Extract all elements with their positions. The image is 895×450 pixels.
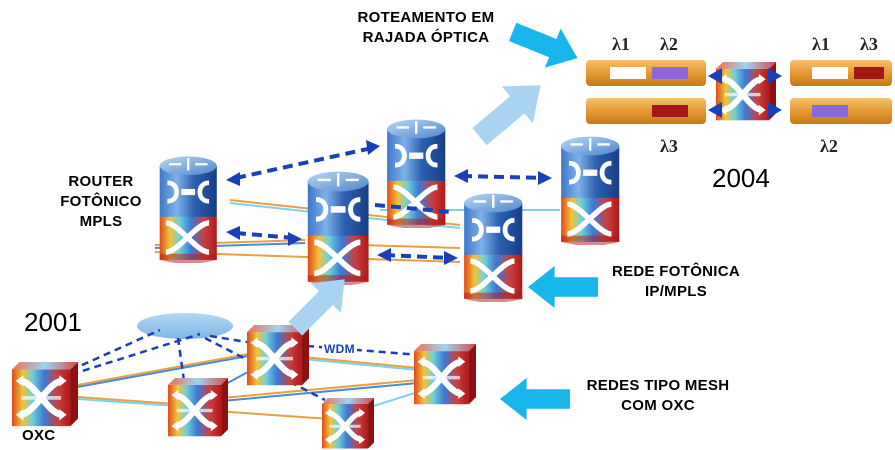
redes-mesh-label: REDES TIPO MESH COM OXC [586, 377, 730, 414]
year-2004-label: 2004 [712, 163, 770, 193]
burst-switch-arrows [708, 68, 782, 118]
router-node-top [387, 120, 445, 229]
arrow-redes-mesh [500, 378, 570, 420]
burst-switch-icon [716, 62, 776, 120]
year-2001-label: 2001 [24, 307, 82, 337]
photonic-dashed-links [235, 146, 545, 260]
oxc-node-right [414, 344, 476, 404]
router-node-left [160, 157, 217, 264]
lambda-right-bottom: λ2 [820, 136, 838, 156]
lambda-left-bottom: λ3 [660, 136, 678, 156]
router-mpls-label: ROUTER FOTÔNICO MPLS [60, 173, 142, 230]
oxc-node-top [247, 325, 309, 385]
oxc-node-bottom [322, 398, 374, 449]
oxc-node-center [168, 378, 228, 436]
lambda-right-top-1: λ1 [812, 34, 830, 54]
arrow-rede-fotonica [528, 266, 598, 308]
mesh-fiber-links [49, 349, 441, 421]
router-node-right [561, 137, 619, 246]
burst-routing-label: ROTEAMENTO EM RAJADA ÓPTICA [357, 9, 495, 46]
lambda-right-top-2: λ3 [860, 34, 878, 54]
oxc-node-left [12, 362, 78, 426]
dashed-link-arrowheads [226, 140, 552, 265]
lambda-left-top-2: λ2 [660, 34, 678, 54]
rede-fotonica-label: REDE FOTÔNICA IP/MPLS [611, 263, 741, 300]
arrow-burst [504, 12, 586, 78]
wdm-label: WDM [322, 342, 357, 356]
burst-fiber-right [790, 60, 892, 124]
burst-fiber-left [586, 60, 706, 124]
lambda-left-top-1: λ1 [612, 34, 630, 54]
oxc-label: OXC [22, 427, 56, 444]
mesh-cloud [137, 313, 233, 339]
evolution-arrow-upper [463, 66, 557, 156]
router-node-front [464, 194, 522, 303]
router-node-center [308, 172, 369, 286]
